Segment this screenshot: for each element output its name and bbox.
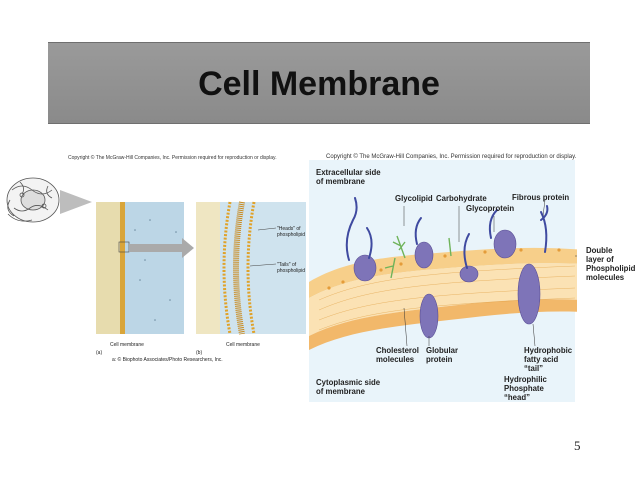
cholesterol-line2: molecules [376,355,415,364]
double-layer-line2: layer of [586,255,614,264]
tails-label-line1: "Tails" of [277,262,297,268]
left-copyright: Copyright © The McGraw-Hill Companies, I… [68,155,277,161]
double-layer-line1: Double [586,246,613,255]
hydrophobic-line1: Hydrophobic [524,346,573,355]
double-layer-line4: molecules [586,273,625,282]
cell-membrane-label-a: Cell membrane [110,342,144,348]
hydrophobic-line3: “tail” [524,364,544,373]
phospholipid-bilayer-b [222,201,256,335]
slide-title: Cell Membrane [198,65,440,103]
panel-b-label: (b) [196,350,203,356]
tails-label-line2: phospholipid [277,268,306,274]
hydrophilic-line1: Hydrophilic [504,375,547,384]
glycolipid-label: Glycolipid [395,194,433,203]
hydrophobic-line2: fatty acid [524,355,559,364]
cholesterol-line1: Cholesterol [376,346,419,355]
title-bar: Cell Membrane [48,42,590,124]
carbohydrate-label: Carbohydrate [436,194,487,203]
right-copyright: Copyright © The McGraw-Hill Companies, I… [326,154,577,160]
globular-line1: Globular [426,346,459,355]
fibrous-protein-label: Fibrous protein [512,193,570,202]
cytoplasmic-line1: Cytoplasmic side [316,378,381,387]
heads-label-line2: phospholipid [277,232,306,238]
hydrophilic-line2: Phosphate [504,384,544,393]
globular-line2: protein [426,355,453,364]
panel-a-label: (a) [96,350,103,356]
cell-illustration-left [6,177,306,335]
membrane-diagram [309,160,577,402]
cytoplasmic-line2: of membrane [316,387,365,396]
extracellular-line1: Extracellular side [316,168,381,177]
glycoprotein-label: Glycoprotein [466,204,515,213]
double-layer-line3: Phospholipid [586,264,636,273]
extracellular-line2: of membrane [316,177,365,186]
heads-label-line1: "Heads" of [277,226,301,232]
hydrophilic-line3: “head” [504,393,530,402]
photo-credit: a: © Biophoto Associates/Photo Researche… [112,357,223,363]
cell-membrane-label-b: Cell membrane [226,342,260,348]
cell-sketch-icon [6,177,60,223]
page-number: 5 [574,438,581,453]
